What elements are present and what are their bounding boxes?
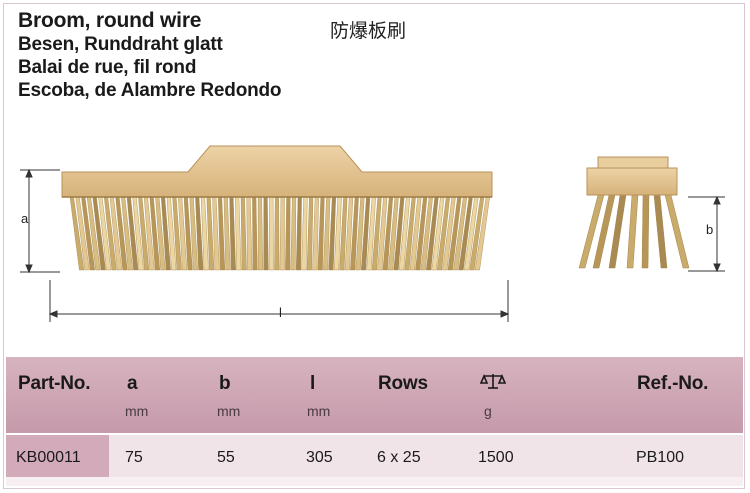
side-broom-block (586, 167, 678, 196)
bristle (257, 196, 264, 271)
bristle (223, 196, 231, 271)
cell-a: 75 (125, 449, 143, 466)
dimension-a (20, 168, 60, 274)
bristle (268, 196, 274, 271)
unit-l: mm (307, 403, 331, 419)
page-frame (3, 3, 745, 489)
cell-b: 55 (217, 449, 235, 466)
side-broom-bristles (578, 194, 690, 269)
bristle (285, 196, 291, 271)
header-b: b (219, 373, 231, 394)
bristle (312, 196, 319, 271)
broom-drawing (20, 145, 725, 322)
cell-l: 305 (306, 449, 333, 466)
label-dimension-l: l (279, 305, 282, 320)
header-a: a (127, 373, 138, 394)
unit-a: mm (125, 403, 149, 419)
bristle (240, 196, 247, 271)
bristle (279, 196, 285, 271)
dimension-b (688, 195, 725, 273)
bristle (252, 196, 258, 271)
label-dimension-b: b (706, 222, 714, 237)
cell-ref-no: PB100 (636, 449, 685, 466)
main-broom-block (61, 145, 493, 198)
title-english: Broom, round wire (18, 9, 202, 32)
side-bristle (626, 194, 639, 269)
spec-table: Part-No. a b l Rows Ref.-No. mm mm mm g … (6, 357, 743, 486)
scale-icon (479, 371, 507, 397)
table-header (6, 357, 743, 433)
bristle (301, 196, 308, 271)
label-dimension-a: a (21, 211, 29, 226)
bristle (290, 196, 297, 271)
title-chinese: 防爆板刷 (330, 20, 407, 42)
side-bristle (664, 194, 690, 269)
cell-rows: 6 x 25 (377, 449, 421, 466)
dimension-l (48, 280, 510, 322)
table-row (6, 435, 743, 477)
table-row-first-cell (6, 435, 109, 477)
main-broom-bristles (69, 196, 490, 271)
side-bristle (641, 194, 650, 269)
side-bristle (653, 194, 668, 269)
cell-part-no: KB00011 (16, 449, 81, 466)
header-l: l (310, 373, 316, 394)
header-ref-no: Ref.-No. (637, 373, 709, 394)
bristle (274, 196, 280, 271)
header-part-no: Part-No. (18, 373, 91, 394)
bristle (246, 196, 253, 271)
bristle (235, 196, 242, 271)
bristle (217, 196, 226, 271)
bristle (229, 196, 236, 271)
cell-weight: 1500 (478, 449, 514, 466)
unit-weight: g (484, 403, 492, 419)
bristle (317, 196, 325, 271)
title-spanish: Escoba, de Alambre Redondo (18, 80, 282, 101)
header-rows: Rows (378, 373, 428, 394)
title-german: Besen, Runddraht glatt (18, 34, 223, 55)
title-french: Balai de rue, fil rond (18, 57, 197, 78)
bristle (263, 196, 269, 271)
bristle (306, 196, 314, 271)
unit-b: mm (217, 403, 241, 419)
bristle (295, 196, 302, 271)
title-block: Broom, round wire Besen, Runddraht glatt… (18, 8, 282, 102)
